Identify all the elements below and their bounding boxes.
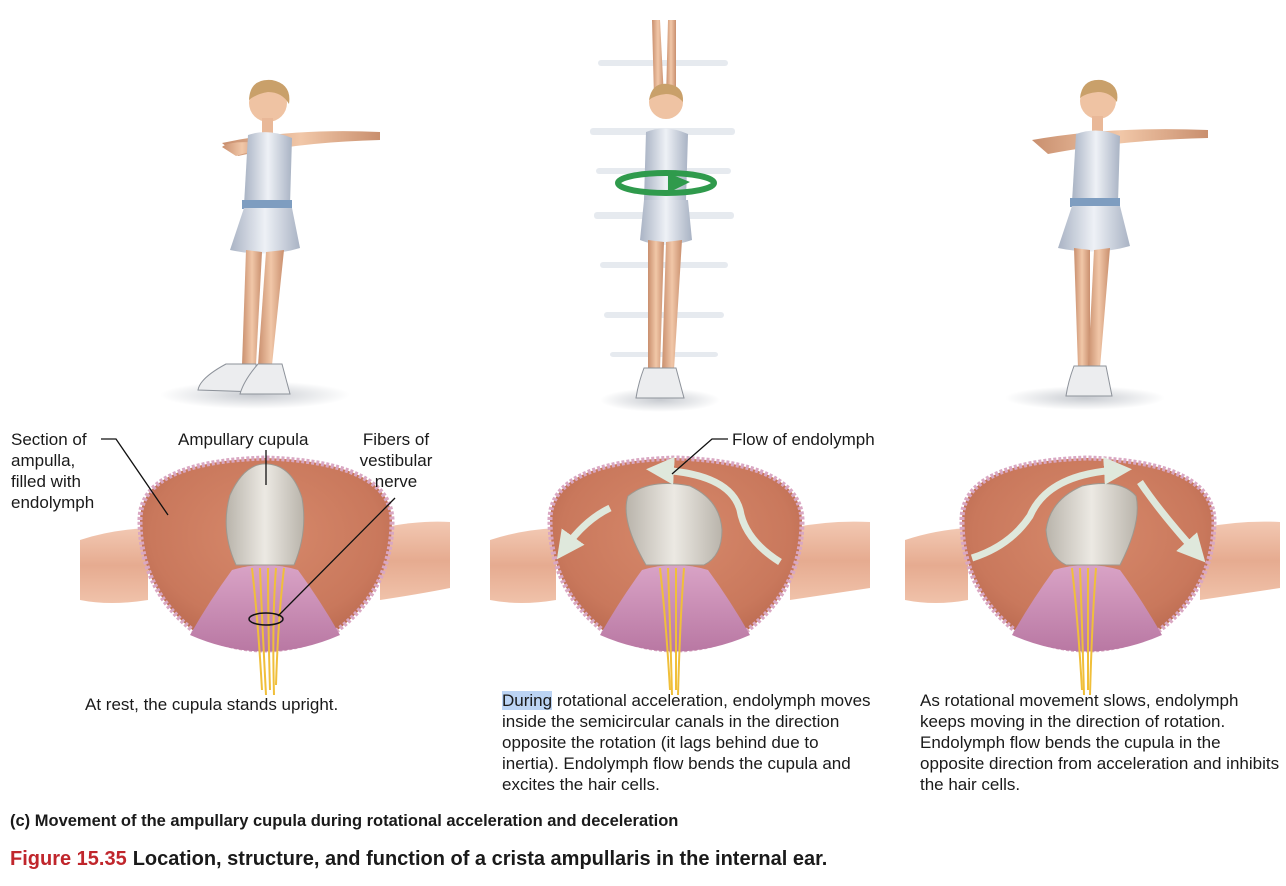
label-vestibular-nerve-fibers: Fibers of vestibular nerve (359, 430, 433, 491)
figure-title: Location, structure, and function of a c… (132, 848, 828, 870)
skate (635, 367, 685, 399)
semicircular-canal (490, 528, 556, 603)
nerve-marker-ring (248, 612, 284, 626)
skater-dress (244, 132, 292, 205)
endolymph-flow-arrow (556, 504, 612, 560)
rotation-arrow (615, 170, 717, 196)
caption-deceleration: As rotational movement slows, endolymph … (920, 691, 1280, 794)
skater-at-rest (160, 79, 380, 409)
ampulla-acceleration (490, 455, 870, 696)
skater-neck (262, 118, 273, 134)
leader-lines (101, 438, 728, 617)
semicircular-canal (1200, 521, 1280, 600)
endolymph-flow-arrow (1137, 480, 1206, 563)
skater-hair (1080, 79, 1118, 102)
endolymph-flow-arrow (970, 456, 1132, 562)
caption-acceleration: During rotational acceleration, endolymp… (502, 690, 872, 795)
skater-spinning (590, 20, 735, 412)
ampullary-cupula (1045, 483, 1138, 566)
skater-slowing (1005, 79, 1208, 410)
skater-skirt (230, 208, 300, 254)
skater-shadow (600, 388, 720, 412)
skater-arm (1032, 129, 1208, 154)
skater-hair (649, 83, 684, 102)
skater-leg (1074, 248, 1090, 368)
figure-number: Figure 15.35 (10, 848, 127, 870)
motion-blur-lines (590, 60, 735, 357)
crista-ampullaris (190, 565, 340, 652)
skater-leg (662, 240, 682, 370)
label-ampullary-cupula: Ampullary cupula (178, 430, 309, 449)
skater-leg (648, 240, 664, 370)
skate (239, 363, 291, 395)
ampullary-cupula (625, 483, 723, 566)
highlighted-word: During (502, 691, 553, 710)
skater-skirt (640, 200, 692, 245)
label-flow-of-endolymph: Flow of endolymph (732, 430, 875, 449)
skater-leg (242, 250, 262, 365)
skater-dress (644, 128, 688, 200)
skater-arm (666, 20, 676, 98)
semicircular-canal (380, 521, 450, 600)
skater-leg (1088, 248, 1110, 368)
vestibular-nerve-fibers (1071, 567, 1097, 696)
skater-dress (1072, 130, 1120, 202)
panel-title: (c) Movement of the ampullary cupula dur… (10, 812, 679, 830)
skater-skirt (1058, 206, 1130, 252)
label-section-of-ampulla: Section of ampulla, filled with endolymp… (11, 430, 95, 512)
skater-leg (258, 250, 284, 365)
skater-shadow (1005, 386, 1165, 410)
vestibular-nerve-fibers (659, 567, 685, 696)
endolymph-flow-arrow (646, 456, 782, 565)
semicircular-canal (905, 528, 968, 603)
skater-arm (652, 20, 664, 98)
caption-at-rest: At rest, the cupula stands upright. (85, 695, 339, 714)
skater-hair (249, 79, 290, 104)
ampulla-at-rest (80, 455, 450, 696)
skater-belt (242, 200, 292, 209)
skater-belt (1070, 198, 1120, 207)
caption-acceleration-text: rotational acceleration, endolymph moves… (502, 691, 871, 794)
ampullary-cupula (225, 463, 305, 566)
ampulla-deceleration (905, 455, 1280, 696)
leader-flow (671, 438, 728, 475)
semicircular-canal (80, 528, 148, 603)
skate (1065, 365, 1113, 397)
skater-neck (1092, 116, 1103, 132)
leader-section (101, 438, 169, 516)
leader-fibers (277, 497, 396, 617)
semicircular-canal (790, 521, 870, 600)
